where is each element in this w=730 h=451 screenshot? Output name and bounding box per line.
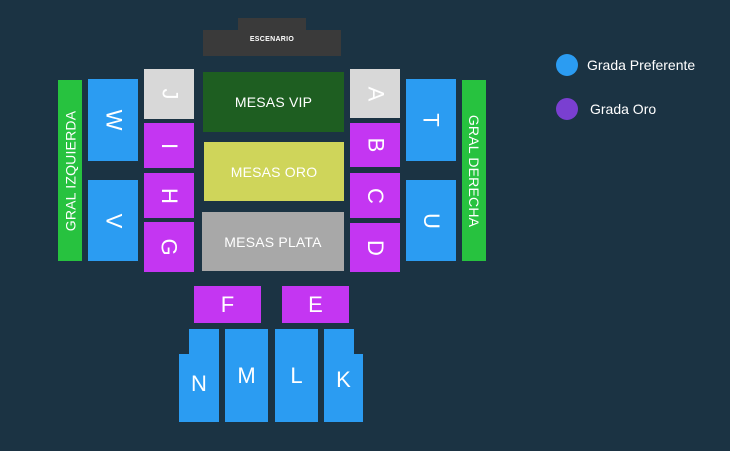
mesas-oro-section[interactable]: MESAS ORO	[204, 142, 344, 201]
section-l[interactable]: L	[275, 329, 318, 422]
section-u[interactable]: U	[406, 180, 456, 261]
stage: ESCENARIO	[203, 18, 341, 56]
mesas-plata-section[interactable]: MESAS PLATA	[202, 212, 344, 271]
section-k-shape	[324, 329, 363, 422]
stage-shape	[203, 18, 341, 56]
legend-dot-oro	[556, 98, 578, 120]
section-d-label: D	[362, 239, 388, 256]
legend-label-oro: Grada Oro	[590, 101, 657, 117]
section-c[interactable]: C	[350, 173, 400, 218]
section-h[interactable]: H	[144, 173, 194, 218]
section-i[interactable]: I	[144, 123, 194, 168]
section-d[interactable]: D	[350, 223, 400, 272]
section-h-label: H	[156, 187, 182, 204]
mesas-vip-label: MESAS VIP	[234, 94, 313, 110]
section-b[interactable]: B	[350, 123, 400, 167]
section-t[interactable]: T	[406, 79, 456, 161]
gral-izquierda-section[interactable]: GRAL IZQUIERDA	[58, 80, 82, 261]
section-g-label: G	[157, 238, 182, 256]
section-w[interactable]: W	[88, 79, 138, 161]
legend-label-preferente: Grada Preferente	[587, 57, 696, 73]
section-i-label: I	[157, 142, 182, 149]
mesas-vip-section[interactable]: MESAS VIP	[203, 72, 344, 132]
mesas-plata-label: MESAS PLATA	[224, 233, 322, 250]
section-v-label: V	[101, 213, 126, 228]
section-f[interactable]: F	[194, 286, 261, 323]
section-n-label[interactable]: N	[191, 370, 207, 396]
section-n-shape	[179, 329, 219, 422]
section-w-label: W	[100, 109, 126, 131]
legend-item-oro: Grada Oro	[556, 98, 656, 120]
gral-izquierda-label: GRAL IZQUIERDA	[62, 110, 78, 231]
section-j-label: J	[157, 88, 182, 100]
section-n: N	[179, 329, 219, 422]
section-c-label: C	[362, 187, 388, 204]
section-m[interactable]: M	[225, 329, 268, 422]
section-b-label: B	[363, 137, 388, 153]
legend-dot-preferente	[556, 54, 578, 76]
section-u-label: U	[418, 212, 444, 229]
section-a[interactable]: A	[350, 69, 400, 118]
section-a-label: A	[363, 86, 388, 101]
section-t-label: T	[418, 113, 444, 127]
section-g[interactable]: G	[144, 222, 194, 272]
section-e-label: E	[308, 291, 323, 317]
section-m-label: M	[237, 362, 256, 388]
section-k: K	[324, 329, 363, 422]
section-l-label: L	[290, 362, 303, 388]
gral-derecha-label: GRAL DERECHA	[466, 114, 483, 227]
section-e[interactable]: E	[282, 286, 349, 323]
mesas-oro-label: MESAS ORO	[230, 163, 318, 180]
legend-item-preferente: Grada Preferente	[556, 54, 695, 76]
section-k-label[interactable]: K	[336, 366, 351, 392]
section-f-label: F	[220, 291, 235, 317]
section-v[interactable]: V	[88, 180, 138, 261]
gral-derecha-section[interactable]: GRAL DERECHA	[462, 80, 486, 261]
section-j[interactable]: J	[144, 69, 194, 119]
stage-label: ESCENARIO	[249, 36, 295, 43]
